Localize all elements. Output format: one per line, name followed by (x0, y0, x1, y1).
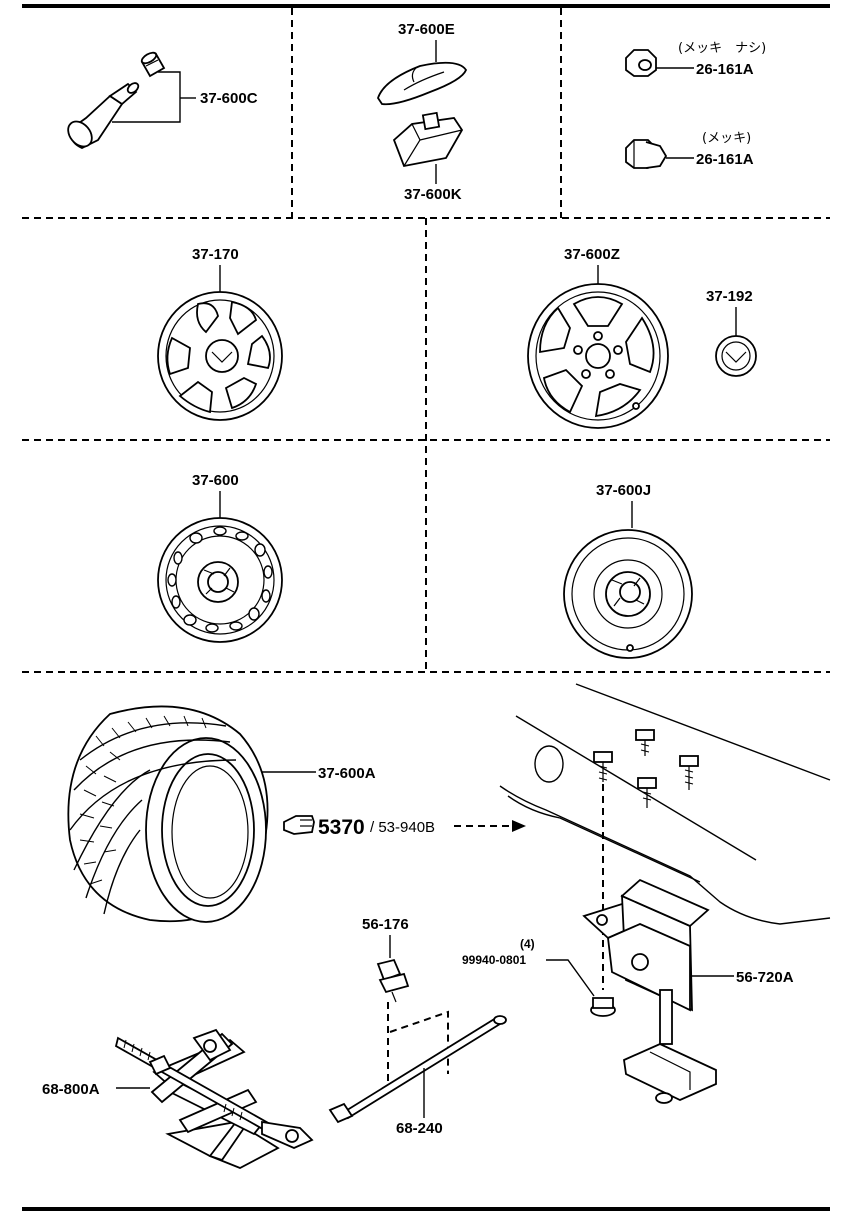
body-floor-drawing (499, 683, 831, 925)
alloy-wheel-drawing (527, 283, 669, 429)
label-37-170: 37-170 (192, 246, 239, 263)
note-nut-chrome: (メッキ) (702, 131, 751, 146)
label-99940-0801: 99940-0801 (462, 953, 526, 967)
steel-wheel-drawing (157, 517, 283, 643)
label-ref-part: / 53-940B (370, 819, 435, 836)
label-37-600Z: 37-600Z (564, 246, 620, 263)
label-68-240: 68-240 (396, 1120, 443, 1137)
label-26-161A-plain: 26-161A (696, 61, 754, 78)
valve-leader (112, 71, 181, 123)
scissor-jack-drawing (114, 1028, 314, 1169)
label-37-600K: 37-600K (404, 186, 462, 203)
handle-stowage-dash (387, 1002, 449, 1090)
floor-bolts-drawing (593, 729, 699, 808)
nut-no-chrome-drawing (625, 49, 657, 77)
ornament-drawing (715, 335, 757, 377)
label-37-600: 37-600 (192, 472, 239, 489)
label-37-600C: 37-600C (200, 90, 258, 107)
label-37-600J: 37-600J (596, 482, 651, 499)
label-bolt-qty: (4) (520, 937, 535, 951)
bolt-leader (546, 959, 595, 997)
balance-weight-k-drawing (392, 111, 464, 168)
plug-clip-drawing (376, 958, 410, 1003)
spare-tire-bracket-drawing (582, 878, 717, 1104)
nut-chrome-drawing (625, 139, 668, 169)
label-68-800A: 68-800A (42, 1081, 100, 1098)
label-37-192: 37-192 (706, 288, 753, 305)
valve-stem-drawing (67, 51, 166, 149)
wheel-cap-drawing (157, 291, 283, 421)
flange-nut-drawing (590, 997, 616, 1017)
balance-weight-e-drawing (377, 61, 468, 106)
label-ref-group: 5370 (318, 816, 365, 839)
label-56-720A: 56-720A (736, 969, 794, 986)
label-26-161A-chrome: 26-161A (696, 151, 754, 168)
spare-wheel-drawing (563, 529, 693, 659)
label-56-176: 56-176 (362, 916, 409, 933)
tire-drawing (67, 705, 269, 923)
label-37-600A: 37-600A (318, 765, 376, 782)
jack-handle-drawing (328, 1015, 507, 1124)
note-nut-no-chrome: (メッキ ナシ) (678, 41, 766, 56)
ref-arrowhead (512, 820, 526, 832)
pointing-hand-icon (283, 815, 315, 835)
label-37-600E: 37-600E (398, 21, 455, 38)
